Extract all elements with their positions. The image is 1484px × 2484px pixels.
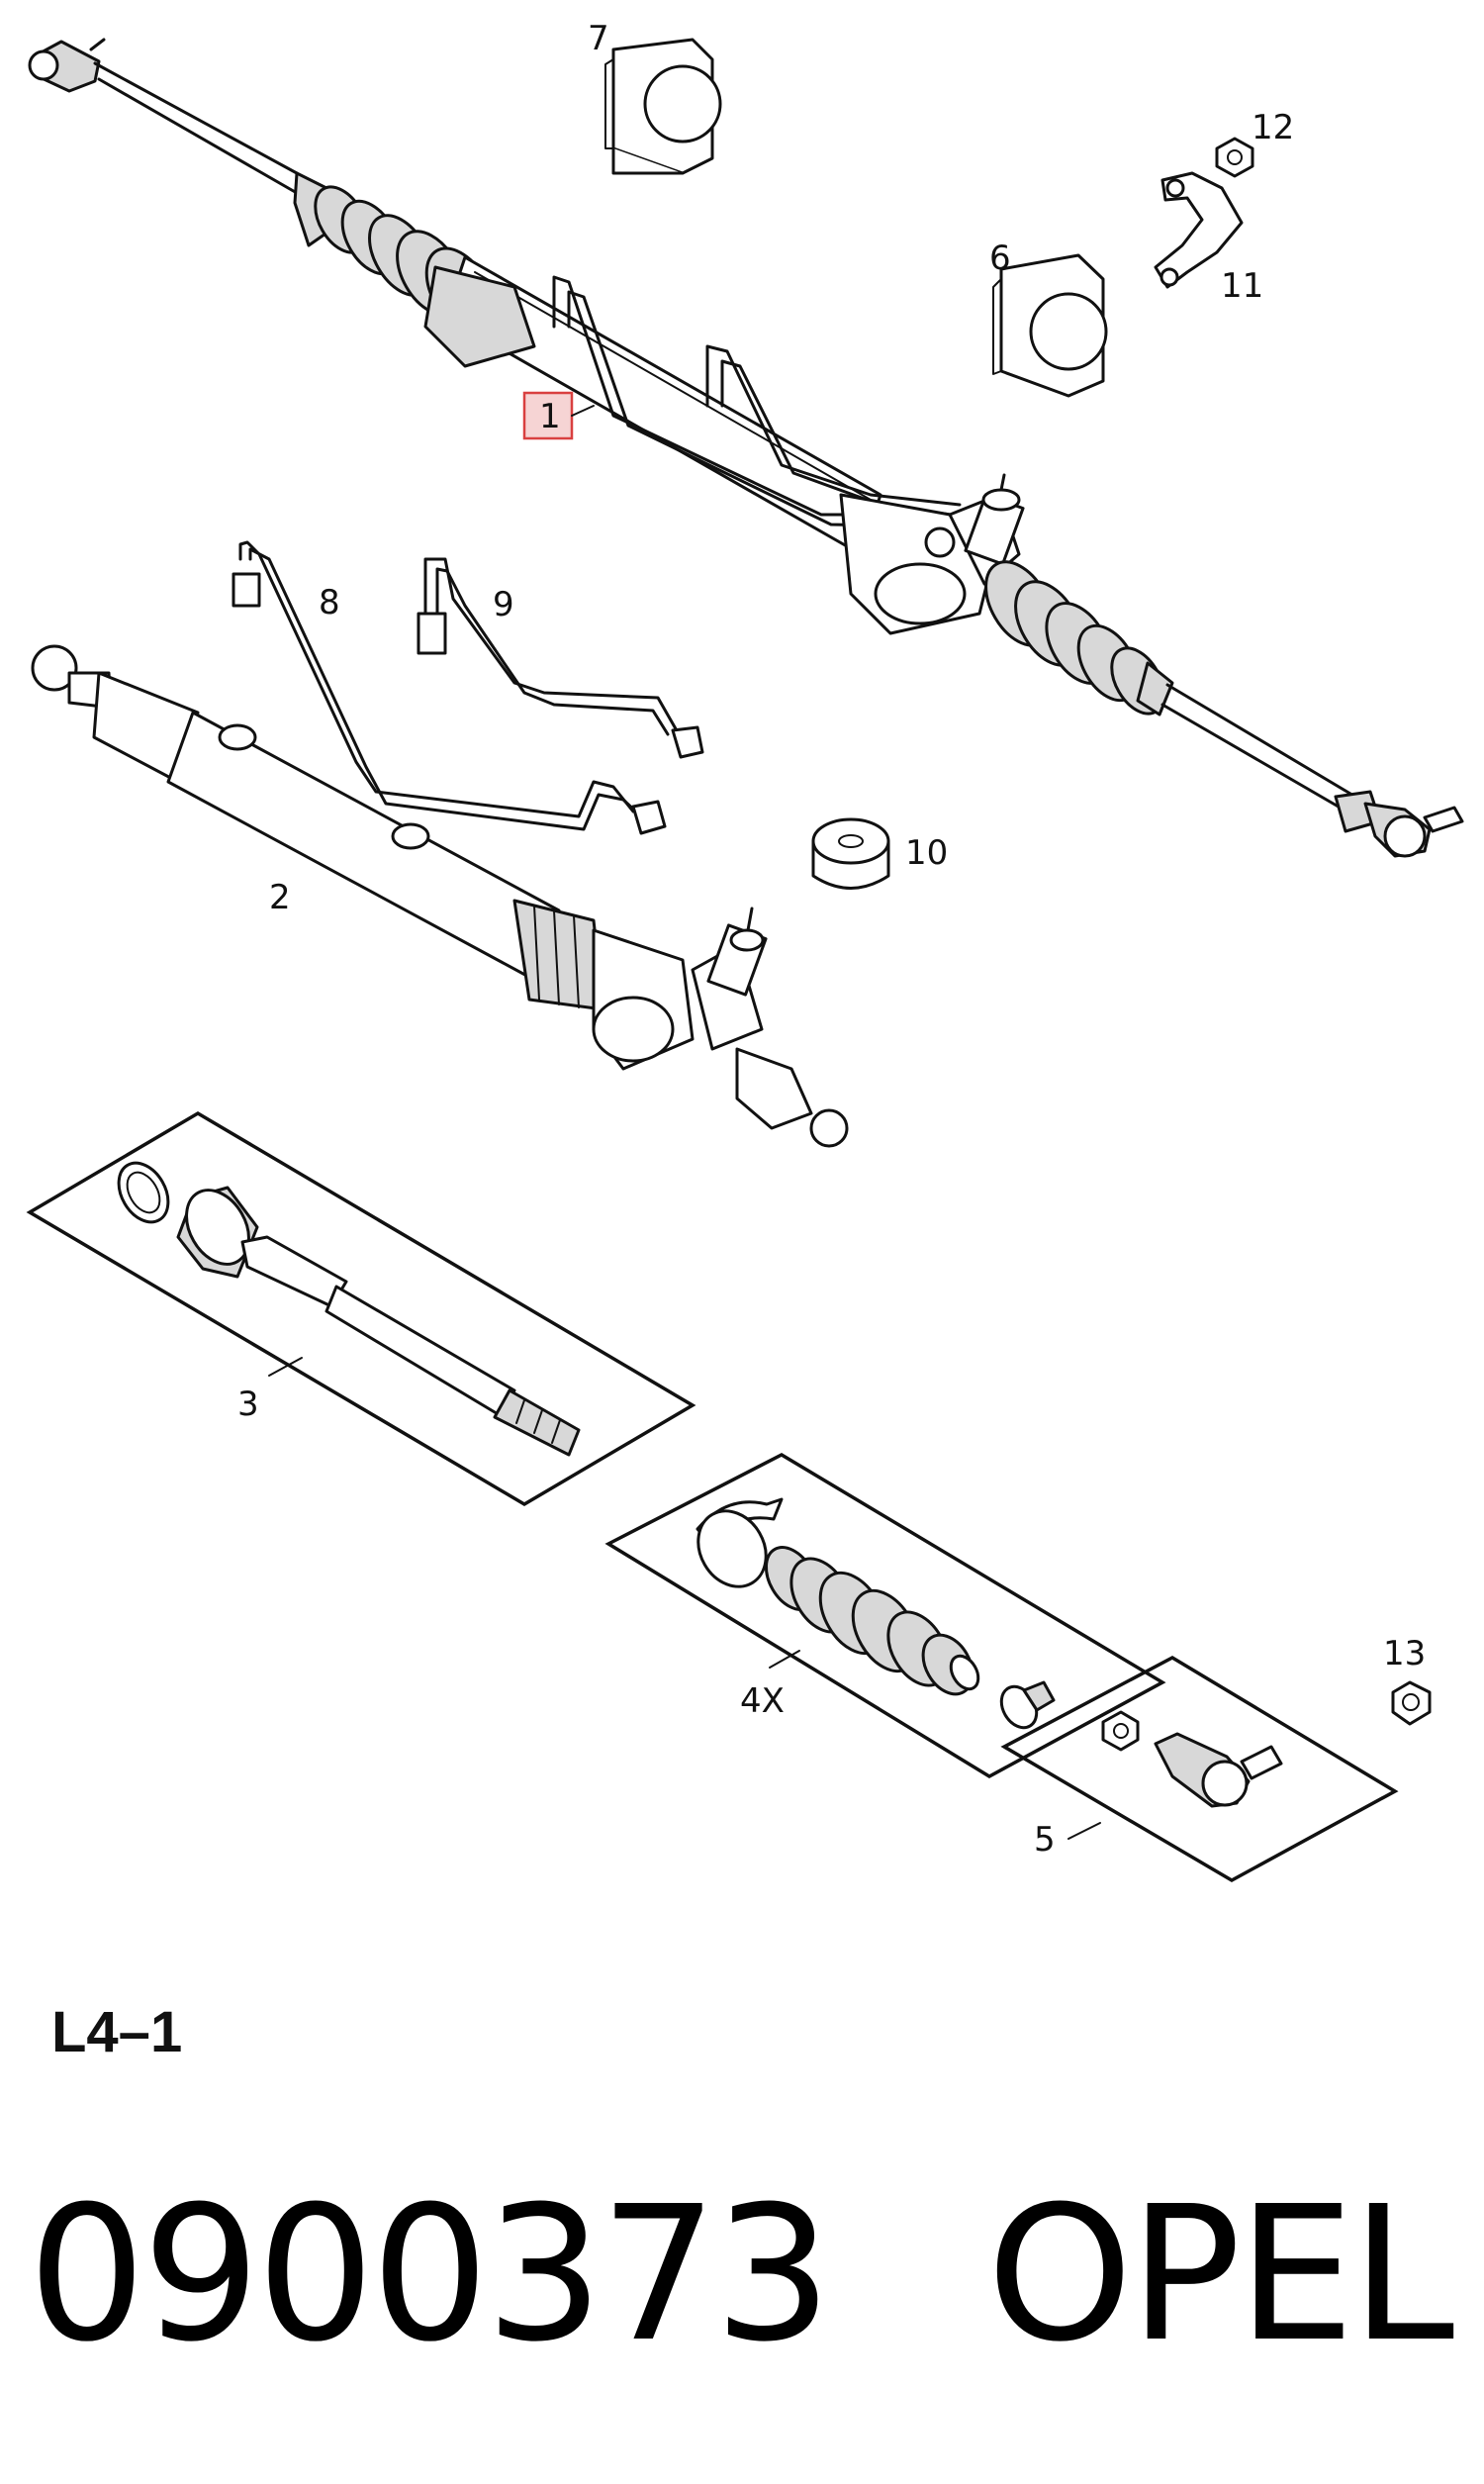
boot-kit-4[interactable]	[604, 1452, 1166, 1779]
nut-12[interactable]	[1215, 137, 1254, 178]
brand-name: OPEL	[986, 2166, 1454, 2383]
valve-body	[839, 473, 1025, 635]
callout-6[interactable]: 6	[989, 239, 1011, 278]
callout-8[interactable]: 8	[319, 583, 340, 622]
right-tie-rod	[1165, 683, 1357, 799]
part-number: 0900373	[28, 2166, 832, 2383]
kit-4-bellows	[764, 1546, 980, 1696]
tie-rod-kit-3[interactable]	[26, 1110, 696, 1507]
left-ball-joint	[28, 49, 59, 81]
mount-clamp-11[interactable]	[1154, 171, 1244, 289]
left-tie-rod	[93, 61, 299, 175]
callout-7[interactable]: 7	[588, 19, 609, 58]
callout-2[interactable]: 2	[269, 878, 291, 917]
callout-13[interactable]: 13	[1383, 1634, 1426, 1673]
mount-bush-6[interactable]	[992, 253, 1108, 398]
hydraulic-line-lower	[705, 344, 962, 507]
right-ball-joint	[1383, 814, 1427, 858]
part-line: 0900373 OPEL	[28, 2166, 1454, 2383]
rack-2-ribbed-collar	[512, 899, 605, 1011]
tie-rod-end-kit-5[interactable]	[1000, 1655, 1399, 1883]
callout-5[interactable]: 5	[1034, 1820, 1056, 1860]
return-pipe-9[interactable]	[417, 557, 704, 759]
kit-3-frame	[26, 1110, 696, 1507]
callout-12[interactable]: 12	[1252, 108, 1294, 147]
callout-1[interactable]: 1	[539, 397, 561, 436]
kit-4-frame	[604, 1452, 1166, 1779]
left-mount-collar	[423, 265, 536, 368]
steering-rack-assembly[interactable]	[28, 38, 1464, 858]
hydraulic-line-upper	[552, 275, 922, 517]
mount-bush-7[interactable]	[604, 38, 722, 175]
nut-13[interactable]	[1391, 1680, 1432, 1726]
pressure-pipe-8[interactable]	[232, 540, 667, 835]
diagram-code: L4–1	[51, 2000, 183, 2064]
exploded-view: 1 7 6 11 12 8 9	[26, 19, 1464, 1883]
callout-9[interactable]: 9	[493, 585, 514, 624]
bush-10[interactable]	[811, 817, 890, 890]
callout-11[interactable]: 11	[1221, 266, 1263, 306]
right-rack-boot	[984, 560, 1174, 717]
callout-10[interactable]: 10	[905, 833, 948, 873]
kit-5-frame	[1000, 1655, 1399, 1883]
steering-rack-2[interactable]	[31, 644, 849, 1148]
callout-3[interactable]: 3	[237, 1385, 259, 1424]
callout-4[interactable]: 4X	[740, 1681, 785, 1721]
callout-1-highlight	[522, 391, 574, 440]
